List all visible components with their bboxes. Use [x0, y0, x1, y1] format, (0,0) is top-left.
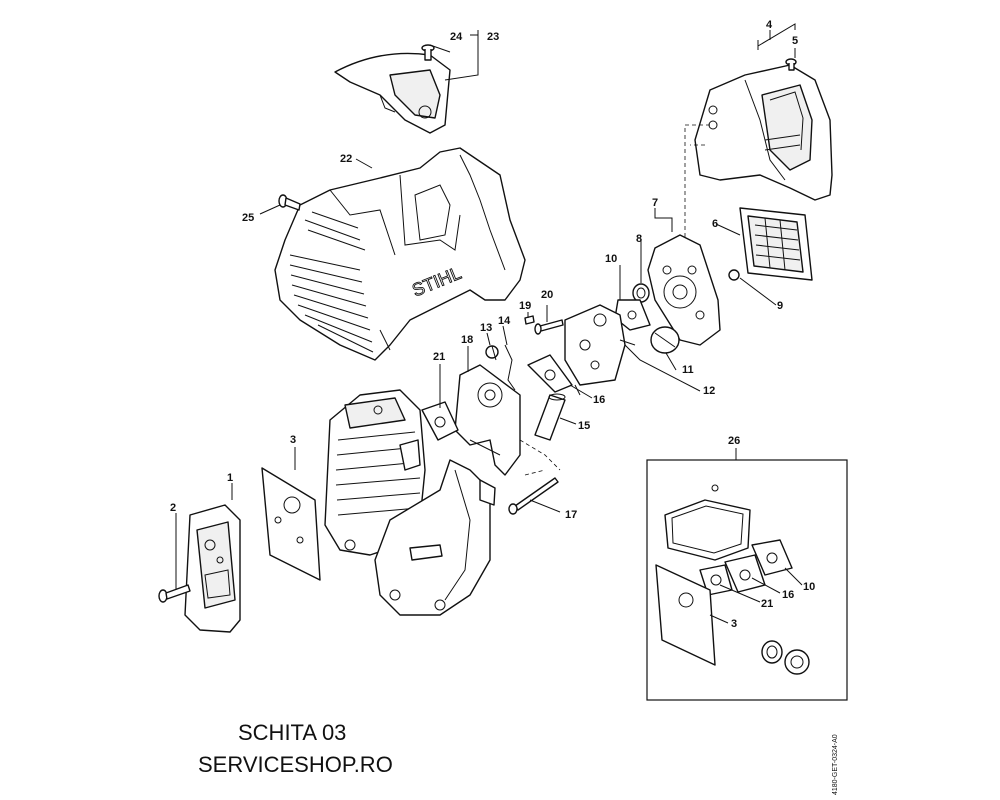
callout-25: 25 [242, 212, 254, 224]
callout-5: 5 [792, 35, 798, 47]
leader-lines [175, 23, 803, 624]
kit-26-seal-a[interactable] [761, 640, 783, 664]
callout-11: 11 [682, 364, 694, 376]
callout-24: 24 [450, 31, 463, 43]
part-1-muffler[interactable] [184, 504, 241, 633]
part-5-screw[interactable] [785, 58, 797, 71]
callout-18: 18 [461, 334, 473, 346]
kit-callout-3: 3 [731, 618, 737, 630]
callout-10: 10 [605, 253, 617, 265]
part-6-filter[interactable] [739, 207, 813, 281]
kit-26-box [646, 448, 848, 701]
caption-title: SCHITA 03 [238, 720, 347, 745]
kit-26-plate-3[interactable] [655, 564, 716, 666]
assembly-lines [519, 124, 710, 476]
part-16-gasket[interactable] [527, 354, 573, 393]
part-24-screw[interactable] [421, 44, 435, 61]
part-4-filter-cover[interactable] [694, 64, 833, 201]
callout-7: 7 [652, 197, 658, 209]
callout-2: 2 [170, 502, 176, 514]
callout-4: 4 [766, 19, 773, 31]
part-17-bolt[interactable] [508, 477, 559, 515]
callout-8: 8 [636, 233, 642, 245]
part-9-nut[interactable] [728, 269, 740, 281]
kit-26-gasket-10[interactable] [751, 539, 793, 576]
callout-9: 9 [777, 300, 783, 312]
part-8-grommet[interactable] [632, 283, 650, 303]
part-21-gasket[interactable] [421, 401, 459, 441]
callout-23: 23 [487, 31, 499, 43]
carburetor[interactable] [564, 304, 636, 396]
callout-12: 12 [703, 385, 715, 397]
part-2-screw[interactable] [158, 584, 191, 603]
callout-labels: 1 2 3 4 5 6 7 8 9 10 11 12 13 14 15 16 1… [170, 19, 815, 630]
reference-code: 4180-GET-0324-A0 [832, 734, 839, 795]
shroud-grille [289, 211, 374, 353]
part-3-plate[interactable] [261, 467, 321, 581]
callout-22: 22 [340, 153, 352, 165]
caption-site: SERVICESHOP.RO [198, 752, 393, 777]
part-15-tube[interactable] [534, 393, 566, 441]
kit-callout-10: 10 [803, 581, 815, 593]
kit-26-seal-b[interactable] [784, 649, 810, 675]
part-19-washer[interactable] [524, 315, 535, 325]
kit-26-gasket-large[interactable] [664, 484, 751, 561]
callout-17: 17 [565, 509, 577, 521]
kit-callout-16: 16 [782, 589, 794, 601]
callout-3: 3 [290, 434, 296, 446]
part-20-screw[interactable] [534, 319, 564, 335]
callout-13: 13 [480, 322, 492, 334]
callout-19: 19 [519, 300, 531, 312]
part-7-filter-base[interactable] [647, 234, 721, 346]
callout-15: 15 [578, 420, 590, 432]
engine-crankcase[interactable] [344, 459, 496, 616]
kit-callout-21: 21 [761, 598, 773, 610]
part-22-shroud[interactable]: STIHL [274, 147, 526, 361]
part-23-top-cap[interactable] [334, 52, 451, 134]
callout-14: 14 [498, 315, 511, 327]
part-14-spring[interactable] [504, 344, 516, 391]
callout-20: 20 [541, 289, 553, 301]
part-11-plug[interactable] [650, 326, 680, 354]
callout-1: 1 [227, 472, 233, 484]
part-18-flange[interactable] [454, 364, 521, 476]
part-13-lever[interactable] [485, 345, 499, 361]
callout-6: 6 [712, 218, 718, 230]
callout-26: 26 [728, 435, 740, 447]
part-25-screw[interactable] [278, 194, 301, 211]
callout-16: 16 [593, 394, 605, 406]
callout-21: 21 [433, 351, 445, 363]
